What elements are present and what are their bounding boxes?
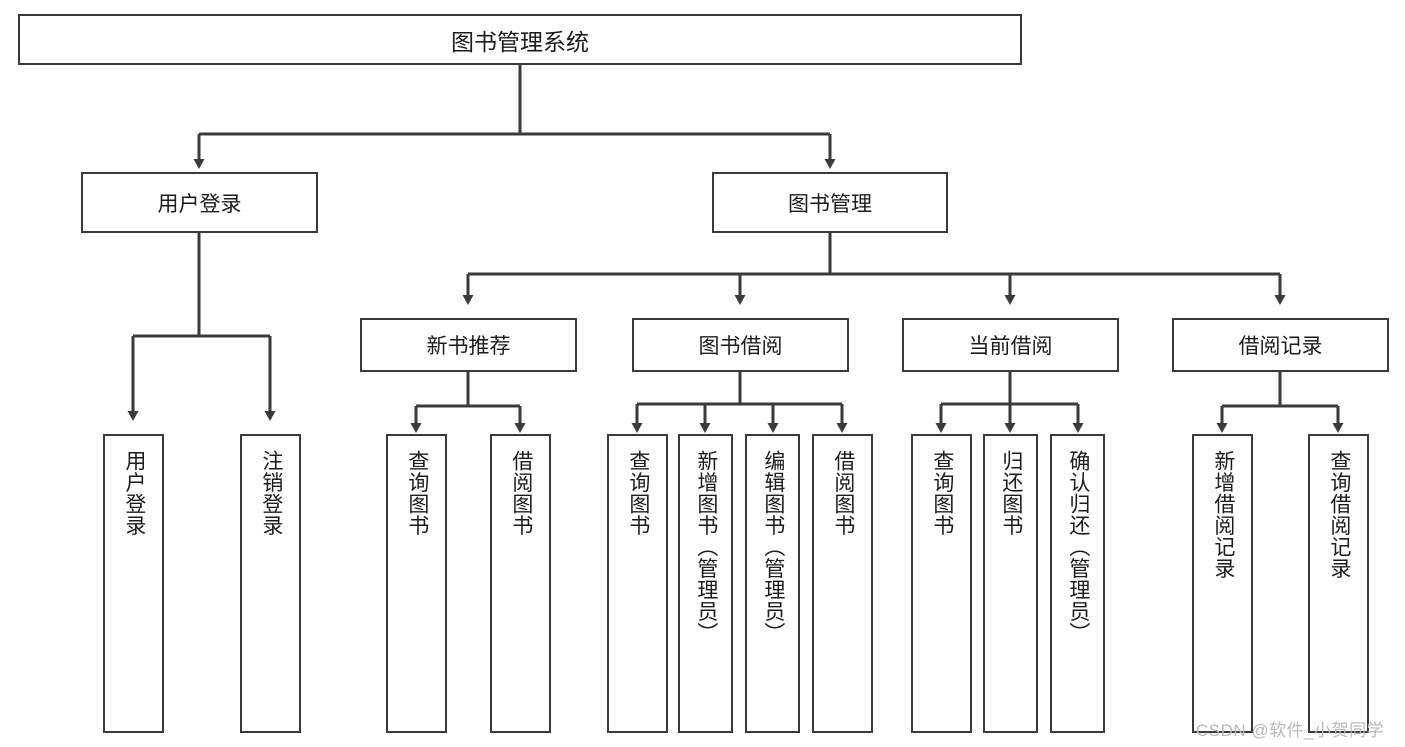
node-current-borrow[interactable]: 当前借阅 (902, 318, 1119, 372)
node-borrow-records[interactable]: 借阅记录 (1172, 318, 1389, 372)
node-label: 图书借阅 (698, 335, 783, 358)
node-book-borrow[interactable]: 图书借阅 (632, 318, 849, 372)
leaf-return-book[interactable]: 归还图书 (983, 434, 1038, 733)
leaf-user-login[interactable]: 用户登录 (103, 434, 164, 733)
leaf-label: 查询图书 (405, 450, 429, 536)
leaf-edit-book-admin[interactable]: 编辑图书（管理员） (745, 434, 800, 733)
leaf-label: 确认归还（管理员） (1066, 450, 1090, 644)
leaf-borrow-book-recommend[interactable]: 借阅图书 (490, 434, 551, 733)
leaf-label: 查询借阅记录 (1327, 450, 1351, 579)
leaf-label: 查询图书 (626, 450, 650, 536)
leaf-label: 借阅图书 (831, 450, 855, 536)
node-label: 新书推荐 (426, 335, 511, 358)
node-new-book-recommend[interactable]: 新书推荐 (360, 318, 577, 372)
node-label: 用户登录 (157, 192, 242, 216)
leaf-label: 注销登录 (259, 450, 283, 536)
leaf-query-borrow-record[interactable]: 查询借阅记录 (1308, 434, 1369, 733)
node-label: 图书管理 (788, 192, 872, 216)
leaf-label: 查询图书 (930, 450, 954, 536)
leaf-label: 借阅图书 (509, 450, 533, 536)
leaf-add-borrow-record[interactable]: 新增借阅记录 (1192, 434, 1253, 733)
node-label: 图书管理系统 (451, 28, 589, 55)
leaf-query-book-borrow[interactable]: 查询图书 (607, 434, 668, 733)
leaf-query-book-current[interactable]: 查询图书 (911, 434, 972, 733)
leaf-confirm-return-admin[interactable]: 确认归还（管理员） (1050, 434, 1105, 733)
leaf-logout[interactable]: 注销登录 (240, 434, 301, 733)
leaf-label: 用户登录 (122, 450, 146, 536)
leaf-label: 新增借阅记录 (1211, 450, 1235, 579)
leaf-borrow-book[interactable]: 借阅图书 (812, 434, 873, 733)
node-root-system[interactable]: 图书管理系统 (18, 14, 1022, 65)
node-book-management[interactable]: 图书管理 (712, 172, 948, 233)
leaf-query-book-recommend[interactable]: 查询图书 (386, 434, 447, 733)
node-user-login[interactable]: 用户登录 (81, 172, 318, 233)
leaf-label: 编辑图书（管理员） (761, 450, 785, 644)
leaf-add-book-admin[interactable]: 新增图书（管理员） (678, 434, 733, 733)
node-label: 当前借阅 (968, 335, 1053, 358)
csdn-watermark: CSDN @软件_小贺同学 (1196, 721, 1385, 740)
node-label: 借阅记录 (1238, 335, 1323, 358)
leaf-label: 归还图书 (999, 450, 1023, 536)
leaf-label: 新增图书（管理员） (694, 450, 718, 644)
